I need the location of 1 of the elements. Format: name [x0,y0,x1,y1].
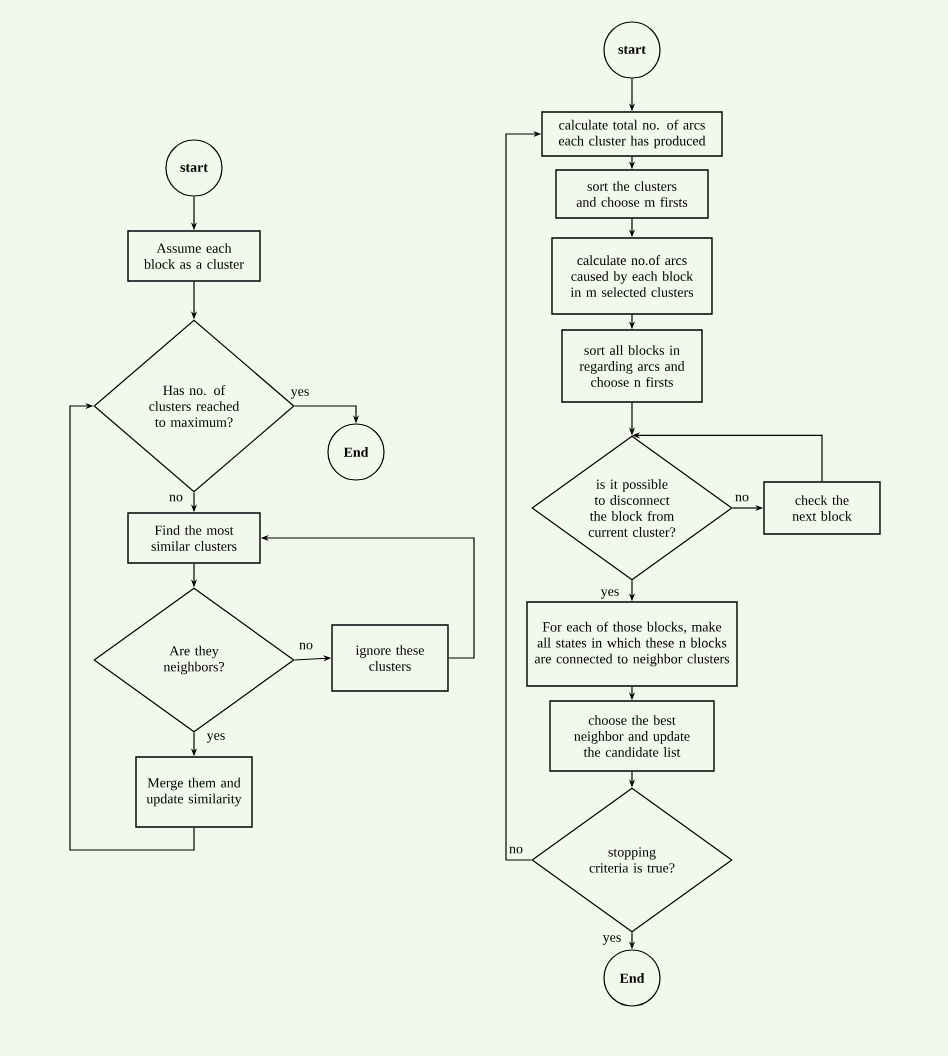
arrow [69,402,195,851]
